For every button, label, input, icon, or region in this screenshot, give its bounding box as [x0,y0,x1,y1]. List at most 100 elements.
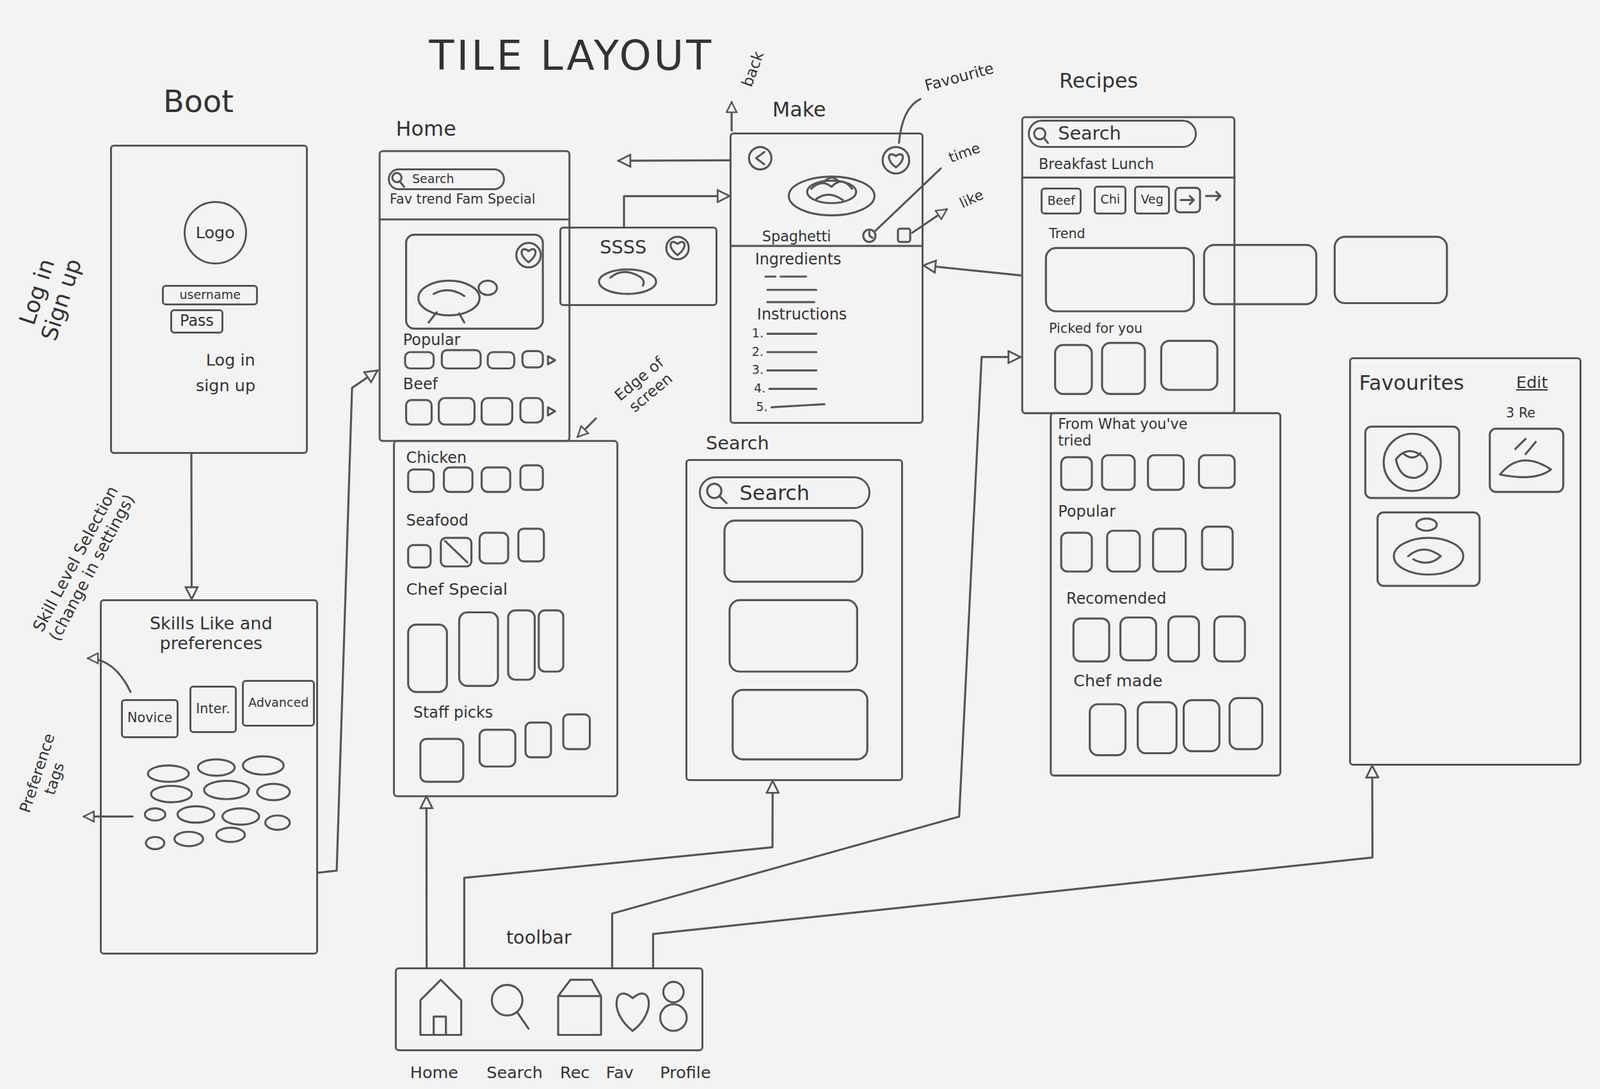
more-arrow [1180,192,1221,205]
sketch-lines [83,99,1564,1035]
tag-oval [174,831,204,846]
tag-oval [145,836,165,849]
button-label: Pass [179,312,214,331]
tile-mark [444,540,468,562]
back-button [748,147,772,170]
tag-oval [147,765,189,783]
tile [538,609,564,672]
text-label: Trend [1048,226,1086,242]
text-label: Favourites [1359,371,1465,395]
button-label: Inter. [195,701,230,717]
text-label: Fav trend Fam Special [389,192,536,208]
tag-oval [257,783,290,800]
tile-card: SSSS [559,226,718,306]
text-label: Staff picks [413,704,494,722]
favourite-icon [516,242,541,267]
favourite-icon [521,248,536,263]
diagram-title: TILE LAYOUT [428,32,714,80]
annotation-label: Log in Sign up [9,241,89,351]
time-icon [863,229,876,242]
tile [440,537,472,567]
tile [1061,456,1092,490]
tile [1198,455,1235,488]
text-label: Beef [403,375,438,394]
search-content [707,483,868,760]
flow-connector [624,195,730,227]
text-label: From What you've tried [1057,416,1211,449]
text-label: Chef Special [406,579,509,599]
screen-title: Home [396,117,457,141]
food-drawing [599,269,656,294]
text-label: Edit [1516,373,1548,392]
search-bar: Search [387,168,505,190]
screen-frame: HomeFav trend Fam SpecialPopularBeefChic… [377,151,619,797]
tile [1073,618,1110,662]
screen-outline-part [393,440,617,797]
tag-oval [216,827,246,842]
tile [1061,532,1092,572]
tile [479,729,516,767]
button-label: Novice [127,710,173,726]
flow-connector [464,780,773,968]
flow-connector [618,159,730,162]
back-button [755,152,765,165]
search-bar: Search [698,476,871,509]
tile [1055,344,1092,395]
text-label: 4. [753,381,766,396]
search-icon [491,984,523,1016]
tile [1153,528,1186,572]
text-label: Picked for you [1048,321,1143,337]
flow-connector [612,357,1021,968]
annotation-label: back [738,49,768,90]
food-drawing [1500,439,1552,478]
trend-card [1334,236,1447,304]
screen-frame: FavouritesEdit3 Re [1349,357,1583,766]
annotation-label: like [956,186,987,212]
screen-title: Make [772,97,827,122]
flow-connector [318,370,378,873]
search-icon [719,496,727,504]
food-drawing [1393,537,1464,575]
tile [444,467,473,492]
skill-button: Novice [120,698,179,738]
instruction-lines [767,333,825,408]
toolbar: HomeSearchRecFavProfile [394,967,704,1051]
text-label: SSSS [599,236,647,258]
tile [420,738,464,782]
annotation-label: time [946,139,983,166]
text-label: Spaghetti [762,228,832,246]
tag-oval [177,805,214,823]
flow-connector [190,454,193,600]
screen-title: Home [410,1063,459,1082]
screen-outline [377,151,619,797]
tile [1201,526,1233,570]
filter-chip: Veg [1134,185,1170,215]
chicken-drawing [418,280,480,315]
screen-title: Rec [560,1063,590,1082]
profile-icon [660,1004,687,1031]
text-label: 5. [755,400,768,415]
tile [487,352,514,369]
text-label: Chicken [406,449,467,468]
text-label: Instructions [757,305,847,324]
tile [441,350,481,369]
spaghetti-drawing [811,177,853,200]
text-label: 2. [752,344,764,360]
tile [1148,455,1184,490]
text-label: Popular [403,331,461,350]
spaghetti-drawing [788,176,875,216]
tile [1102,455,1135,490]
favourite-icon [888,154,904,168]
text-label: sign up [195,376,256,395]
screen-title: Search [705,432,770,454]
tile [1229,697,1263,749]
tile [406,400,432,425]
favourite-card [1365,426,1460,498]
recipes-icon [558,979,601,1035]
flow-connector [653,765,1373,968]
tab-divider [1022,176,1236,179]
favourite-icon [882,147,909,174]
annotation-label: Edge of screen [604,347,686,424]
tile [1168,616,1200,662]
